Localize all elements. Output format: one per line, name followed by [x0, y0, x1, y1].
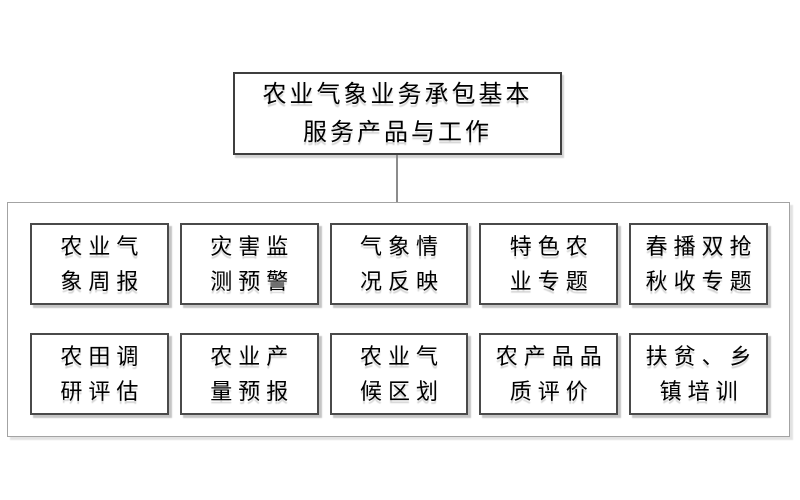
node-text-line: 农产品品 — [495, 344, 608, 369]
connector-line — [396, 155, 398, 203]
diagram-root-node: 农业气象业务承包基本 服务产品与工作 — [233, 72, 562, 155]
node-text-line: 气象情 — [359, 234, 444, 259]
root-node-text-line2: 服务产品与工作 — [303, 119, 492, 146]
node-field-survey-assessment: 农田调 研评估 — [30, 333, 169, 415]
node-text-line: 春播双抢 — [645, 234, 758, 259]
node-text-line: 农业气 — [359, 344, 444, 369]
node-text-line: 象周报 — [60, 269, 145, 294]
node-produce-quality-evaluation: 农产品品 质评价 — [479, 333, 619, 415]
node-text-line: 农业产 — [210, 344, 295, 369]
node-poverty-alleviation-township-training: 扶贫、乡 镇培训 — [629, 333, 768, 415]
node-agro-climate-zoning: 农业气 候区划 — [329, 333, 469, 415]
node-text-line: 秋收专题 — [645, 269, 758, 294]
node-text-line: 况反映 — [359, 269, 444, 294]
node-text-line: 业专题 — [509, 269, 594, 294]
node-text-line: 候区划 — [359, 379, 444, 404]
node-text-line: 研评估 — [60, 379, 145, 404]
node-weather-situation-report: 气象情 况反映 — [329, 223, 469, 305]
node-special-agriculture-topic: 特色农 业专题 — [479, 223, 619, 305]
root-node-text-line1: 农业气象业务承包基本 — [262, 81, 533, 108]
node-text-line: 农田调 — [60, 344, 145, 369]
node-crop-yield-forecast: 农业产 量预报 — [179, 333, 319, 415]
node-text-line: 量预报 — [210, 379, 295, 404]
node-disaster-monitoring-warning: 灾害监 测预警 — [179, 223, 319, 305]
node-text-line: 镇培训 — [659, 379, 744, 404]
node-text-line: 测预警 — [210, 269, 295, 294]
group-container: 农业气 象周报 灾害监 测预警 气象情 况反映 特色农 业专题 春播双抢 秋收专… — [7, 202, 790, 437]
node-spring-sowing-autumn-harvest-topic: 春播双抢 秋收专题 — [629, 223, 768, 305]
node-text-line: 农业气 — [60, 234, 145, 259]
node-text-line: 扶贫、乡 — [645, 344, 758, 369]
node-text-line: 灾害监 — [210, 234, 295, 259]
node-text-line: 特色农 — [509, 234, 594, 259]
node-agro-weather-weekly: 农业气 象周报 — [30, 223, 169, 305]
node-text-line: 质评价 — [509, 379, 594, 404]
